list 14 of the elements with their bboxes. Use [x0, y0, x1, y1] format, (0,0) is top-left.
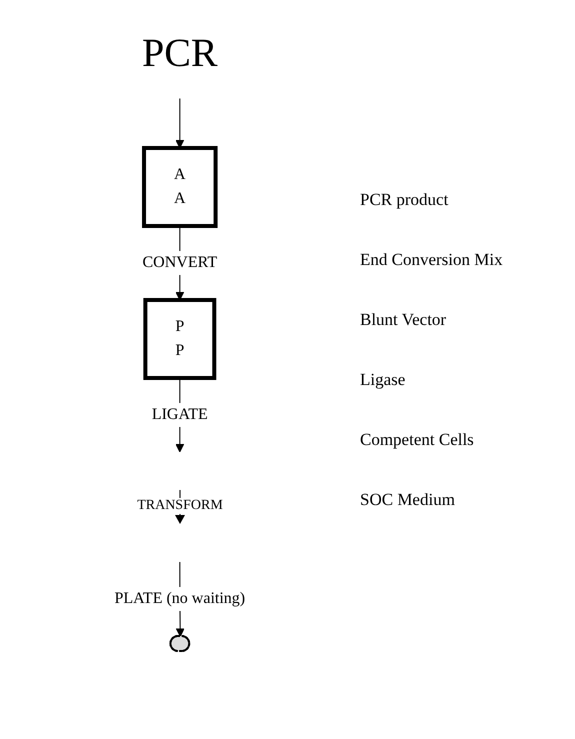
edge-label: CONVERT [142, 254, 218, 271]
reagent-label: Competent Cells [360, 430, 475, 450]
edge-label: LIGATE [152, 406, 208, 423]
step-label: TRANSFORM [135, 498, 225, 514]
node-box: A A [142, 146, 218, 228]
reagent-label: SOC Medium [360, 490, 456, 510]
arrow [176, 98, 184, 148]
reagent-label: PCR product [360, 190, 450, 210]
reagent-label: Ligase [360, 370, 406, 390]
edge-label: PLATE (no waiting) [114, 590, 246, 607]
node-box: P P [144, 298, 216, 380]
reagent-label: End Conversion Mix [360, 250, 504, 270]
node-text: PCR [142, 30, 218, 75]
reagent-label: Blunt Vector [360, 310, 448, 330]
